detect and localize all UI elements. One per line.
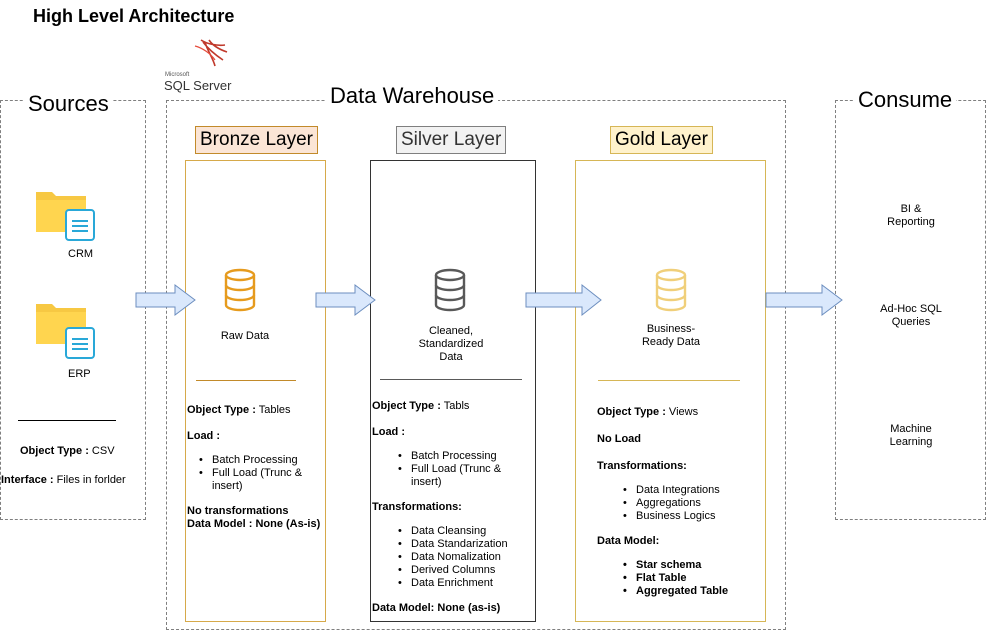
gold-transform-label: Transformations: [597, 460, 687, 472]
arrow-gold-to-consume [765, 284, 843, 316]
source-erp-label: ERP [68, 368, 91, 380]
silver-transform-list: Data Cleansing Data Standarization Data … [398, 525, 532, 590]
silver-load-list: Batch Processing Full Load (Trunc & inse… [398, 450, 518, 489]
gold-layer-box [575, 160, 766, 622]
gold-transform-list: Data Integrations Aggregations Business … [623, 484, 762, 523]
arrow-bronze-to-silver [315, 284, 376, 316]
gold-database-icon [654, 268, 688, 317]
list-item: Batch Processing [199, 454, 323, 467]
crm-folder-icon [36, 188, 98, 244]
gold-details: Object Type : Views No Load Transformati… [597, 406, 762, 598]
list-item: Data Integrations [623, 484, 762, 497]
sql-server-logo: Microsoft SQL Server [163, 36, 243, 96]
sources-title: Sources [24, 91, 113, 117]
gold-data-model-label: Data Model: [597, 535, 660, 547]
list-item: Aggregations [623, 497, 762, 510]
gold-layer-label: Gold Layer [610, 126, 713, 154]
bronze-object-type: Object Type : Tables [187, 404, 291, 416]
arrow-sources-to-bronze [135, 284, 196, 316]
list-item: Star schema [623, 559, 762, 572]
gold-object-type: Object Type : Views [597, 406, 699, 418]
list-item: Full Load (Trunc & insert) [398, 463, 518, 489]
silver-database-icon [433, 268, 467, 317]
arrow-silver-to-gold [525, 283, 602, 317]
gold-divider [598, 380, 740, 381]
list-item: Full Load (Trunc & insert) [199, 467, 323, 493]
sources-object-type: Object Type : CSV [20, 445, 115, 457]
bronze-details: Object Type : Tables Load : Batch Proces… [187, 404, 323, 531]
list-item: Data Cleansing [398, 525, 532, 538]
consume-item-adhoc: Ad-Hoc SQL Queries [880, 303, 942, 328]
data-warehouse-title: Data Warehouse [326, 83, 499, 109]
sources-divider [18, 420, 116, 421]
gold-no-load: No Load [597, 433, 641, 445]
bronze-load-label: Load : [187, 430, 220, 442]
logo-vendor: Microsoft [165, 72, 190, 78]
list-item: Batch Processing [398, 450, 518, 463]
silver-details: Object Type : Tabls Load : Batch Process… [372, 400, 532, 615]
silver-transform-label: Transformations: [372, 501, 462, 513]
bronze-data-model: Data Model : None (As-is) [187, 518, 321, 530]
list-item: Data Nomalization [398, 551, 532, 564]
list-item: Derived Columns [398, 564, 532, 577]
list-item: Data Enrichment [398, 577, 532, 590]
bronze-divider [196, 380, 296, 381]
gold-icon-caption: Business-Ready Data [641, 323, 701, 348]
bronze-icon-caption: Raw Data [220, 330, 270, 342]
bronze-load-list: Batch Processing Full Load (Trunc & inse… [199, 454, 323, 493]
silver-load-label: Load : [372, 426, 405, 438]
logo-product: SQL Server [164, 78, 232, 93]
silver-layer-box [370, 160, 536, 622]
silver-icon-caption: Cleaned, Standardized Data [418, 325, 484, 363]
consume-title: Consume [854, 87, 957, 113]
silver-layer-label: Silver Layer [396, 126, 507, 154]
bronze-database-icon [223, 268, 257, 317]
sql-server-logo-icon [194, 39, 228, 67]
bronze-layer-box [185, 160, 326, 622]
page-title: High Level Architecture [33, 6, 235, 26]
bronze-layer-label: Bronze Layer [195, 126, 319, 154]
silver-data-model: Data Model: None (as-is) [372, 602, 501, 614]
erp-folder-icon [36, 300, 98, 359]
list-item: Flat Table [623, 572, 762, 585]
list-item: Business Logics [623, 510, 762, 523]
bronze-no-transformations: No transformations [187, 505, 289, 517]
list-item: Aggregated Table [623, 585, 762, 598]
silver-object-type: Object Type : Tabls [372, 400, 470, 412]
consume-item-ml: Machine Learning [889, 423, 933, 448]
list-item: Data Standarization [398, 538, 532, 551]
consume-item-bi: BI & Reporting [887, 203, 935, 228]
silver-divider [380, 379, 522, 380]
sources-interface: Interface : Files in forlder [1, 474, 126, 486]
gold-data-model-list: Star schema Flat Table Aggregated Table [623, 559, 762, 598]
source-crm-label: CRM [68, 248, 94, 260]
